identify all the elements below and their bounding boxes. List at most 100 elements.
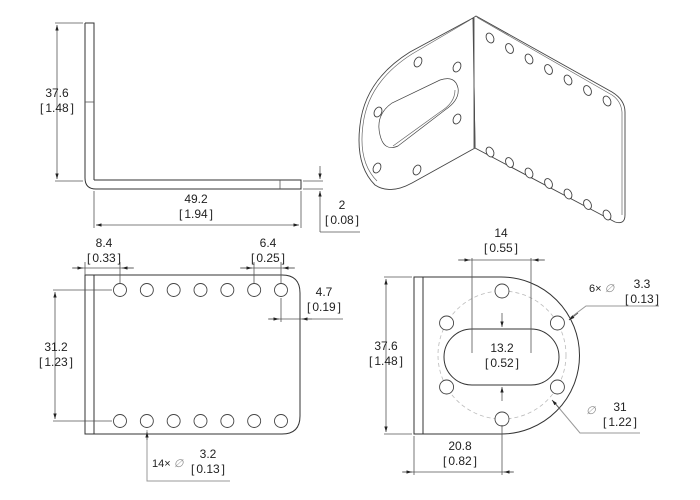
dim-plate-hole-dia-in: 0.13 [186, 462, 230, 477]
dim-row-spacing-mm: 31.2 [44, 340, 68, 354]
dim-side-height: 37.6 1.48 [33, 86, 81, 116]
plate-hole [193, 283, 208, 297]
iso-flange-hole [413, 56, 423, 68]
dim-last-hole-offset: 6.4 0.25 [244, 236, 292, 266]
diameter-symbol: ∅ [173, 458, 184, 470]
dim-side-height-in: 1.48 [33, 101, 81, 116]
diameter-symbol: ∅ [586, 405, 596, 417]
dim-flange-height-in: 1.48 [362, 354, 410, 369]
dim-plate-hole-dia-mm: 3.2 [199, 447, 217, 461]
dim-side-length: 49.2 1.94 [172, 192, 220, 222]
flange-hole [494, 411, 510, 427]
iso-flange-hole [373, 106, 383, 118]
dim-row-spacing: 31.2 1.23 [32, 340, 80, 370]
dim-slot-width-mm: 13.2 [490, 341, 514, 355]
dim-side-thickness-in: 0.08 [322, 213, 362, 228]
diameter-symbol: ∅ [604, 283, 615, 295]
dim-center-offset-in: 0.82 [436, 454, 484, 469]
plate-view [53, 262, 343, 482]
plate-hole [247, 414, 262, 428]
plate-hole [139, 414, 154, 428]
dim-side-height-mm: 37.6 [45, 86, 69, 100]
plate-outline [84, 274, 301, 435]
iso-plate-hole [505, 157, 514, 168]
flange-view [384, 258, 659, 475]
plate-hole [113, 414, 127, 428]
iso-flange-hole [372, 162, 382, 174]
plate-hole [220, 283, 235, 297]
plate-hole [113, 283, 127, 297]
flange-hole [494, 283, 510, 299]
dim-first-hole-offset-mm: 8.4 [95, 236, 113, 250]
dim-side-thickness-mm: 2 [338, 198, 346, 212]
flange-outline [413, 276, 580, 435]
dim-side-length-mm: 49.2 [184, 192, 208, 206]
dim-edge-offset: 4.7 0.19 [300, 285, 348, 315]
plate-hole [166, 283, 181, 297]
flange-hole [439, 379, 455, 395]
iso-plate-hole [505, 43, 514, 54]
dim-flange-height: 37.6 1.48 [362, 339, 410, 369]
plate-hole [166, 414, 181, 428]
dim-first-hole-offset: 8.4 0.33 [80, 236, 128, 266]
dim-bolt-circle-mm: 31 [613, 400, 627, 414]
plate-hole [247, 283, 262, 297]
dim-flange-hole-dia: 3.3 0.13 [620, 277, 664, 307]
isometric-view [358, 15, 626, 224]
dim-center-offset: 20.8 0.82 [436, 439, 484, 469]
dim-last-hole-offset-mm: 6.4 [259, 236, 277, 250]
dim-first-hole-offset-in: 0.33 [80, 251, 128, 266]
dim-side-length-in: 1.94 [172, 207, 220, 222]
dim-slot-width-in: 0.52 [478, 356, 526, 371]
plate-hole [139, 283, 154, 297]
flange-hole [549, 379, 565, 395]
plate-hole-count: 14× [152, 458, 171, 470]
iso-plate-hole [563, 74, 573, 86]
iso-plate-hole [485, 146, 495, 158]
dim-center-offset-mm: 20.8 [448, 439, 472, 453]
dim-flange-hole-dia-mm: 3.3 [633, 277, 651, 291]
iso-plate-hole [524, 53, 534, 65]
iso-flange-hole [452, 113, 462, 125]
iso-plate-hole [602, 209, 612, 221]
dim-edge-offset-in: 0.19 [300, 300, 348, 315]
iso-plate-hole [485, 32, 495, 44]
plate-hole [274, 283, 288, 297]
flange-hole-callout-prefix: 6× ∅ [589, 282, 614, 295]
iso-plate-hole [544, 178, 553, 189]
center-slot [443, 328, 560, 386]
dim-slot-width: 13.2 0.52 [478, 341, 526, 371]
dim-bolt-circle-in: 1.22 [598, 415, 642, 430]
iso-plate-hole [602, 95, 612, 107]
iso-plate-hole [583, 199, 592, 210]
iso-plate [472, 15, 626, 224]
plate-hole [193, 414, 208, 428]
flange-hole [549, 315, 565, 331]
dim-side-thickness: 2 0.08 [322, 198, 362, 228]
flange-hole-count: 6× [589, 283, 602, 295]
plate-hole-callout-prefix: 14× ∅ [152, 457, 183, 470]
dim-plate-hole-dia: 3.2 0.13 [186, 447, 230, 477]
plate-hole [274, 414, 288, 428]
bolt-circle-callout-prefix: ∅ [586, 404, 596, 417]
dim-last-hole-offset-in: 0.25 [244, 251, 292, 266]
plate-hole [220, 414, 235, 428]
dim-flange-hole-dia-in: 0.13 [620, 292, 664, 307]
dim-flange-height-mm: 37.6 [374, 339, 398, 353]
side-view [55, 22, 360, 233]
iso-plate-hole [544, 64, 553, 75]
iso-slot [378, 78, 459, 148]
iso-plate-hole [524, 167, 534, 179]
iso-plate-hole [583, 85, 592, 96]
dim-slot-length: 14 0.55 [477, 226, 525, 256]
iso-plate-hole [563, 188, 573, 200]
flange-hole [439, 315, 455, 331]
dim-bolt-circle: 31 1.22 [598, 400, 642, 430]
dim-row-spacing-in: 1.23 [32, 355, 80, 370]
bracket-vertical-leg [84, 22, 302, 190]
dim-slot-length-mm: 14 [494, 226, 508, 240]
iso-flange-hole [452, 61, 462, 73]
iso-flange-hole [412, 164, 422, 176]
dim-edge-offset-mm: 4.7 [315, 285, 333, 299]
